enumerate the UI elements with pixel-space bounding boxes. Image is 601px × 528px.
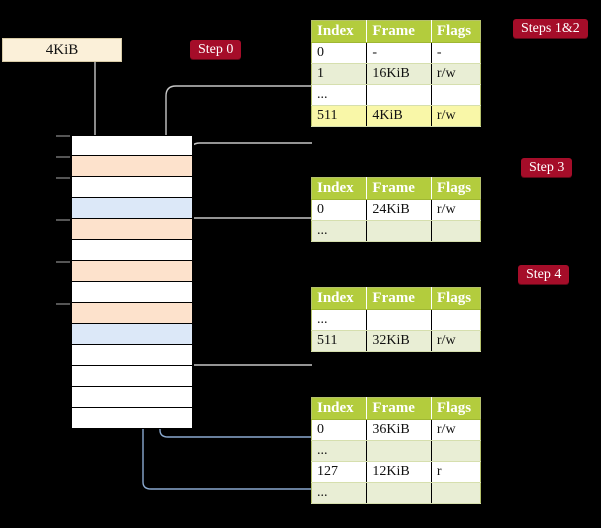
cell-frame: 12KiB <box>366 461 432 483</box>
column-header-flags: Flags <box>431 177 481 200</box>
cell-flags: - <box>431 42 481 64</box>
cell-frame: 4KiB <box>366 105 432 127</box>
cell-flags <box>431 309 481 331</box>
column-header-flags: Flags <box>431 287 481 310</box>
memory-tick <box>56 219 70 221</box>
cell-index: 0 <box>311 199 368 221</box>
cell-index: ... <box>311 440 368 462</box>
memory-frame-row <box>72 387 192 408</box>
cell-frame: 16KiB <box>366 63 432 85</box>
cell-flags: r/w <box>431 330 481 352</box>
memory-frame-row <box>72 219 192 240</box>
cell-index: ... <box>311 220 368 242</box>
memory-frame-row <box>72 282 192 303</box>
cell-index: 127 <box>311 461 368 483</box>
cell-flags: r/w <box>431 105 481 127</box>
cell-frame: 32KiB <box>366 330 432 352</box>
cell-frame <box>366 440 432 462</box>
cell-frame: - <box>366 42 432 64</box>
cell-index: 1 <box>311 63 368 85</box>
cell-flags <box>431 440 481 462</box>
cell-index: 0 <box>311 419 368 441</box>
table-row[interactable]: ... <box>311 482 481 504</box>
table-row[interactable]: 0-- <box>311 42 481 64</box>
cell-flags <box>431 84 481 106</box>
column-header-flags: Flags <box>431 397 481 420</box>
table-row[interactable]: ... <box>311 440 481 462</box>
memory-frame-row <box>72 198 192 219</box>
cell-flags <box>431 220 481 242</box>
memory-frame-row <box>72 156 192 177</box>
cell-frame: 24KiB <box>366 199 432 221</box>
memory-frame-row <box>72 366 192 387</box>
cell-index: 511 <box>311 330 368 352</box>
column-header-index: Index <box>311 177 368 200</box>
cell-index: ... <box>311 482 368 504</box>
cell-frame <box>366 84 432 106</box>
memory-frame-row <box>72 408 192 429</box>
badge-steps-1-2: Steps 1&2 <box>513 19 588 38</box>
memory-tick <box>56 261 70 263</box>
memory-frame-row <box>72 240 192 261</box>
column-header-index: Index <box>311 397 368 420</box>
memory-frame-row <box>72 135 192 156</box>
badge-step-4: Step 4 <box>518 265 570 284</box>
column-header-frame: Frame <box>366 177 432 200</box>
column-header-flags: Flags <box>431 20 481 43</box>
cell-index: ... <box>311 309 368 331</box>
memory-frame-row <box>72 345 192 366</box>
cell-index: ... <box>311 84 368 106</box>
memory-tick <box>56 177 70 179</box>
column-header-frame: Frame <box>366 397 432 420</box>
column-header-frame: Frame <box>366 287 432 310</box>
table-row[interactable]: ... <box>311 84 481 106</box>
cell-frame <box>366 309 432 331</box>
memory-frame-row <box>72 303 192 324</box>
column-header-frame: Frame <box>366 20 432 43</box>
cell-frame <box>366 220 432 242</box>
cell-flags: r/w <box>431 63 481 85</box>
memory-tick <box>56 303 70 305</box>
cell-index: 0 <box>311 42 368 64</box>
table-row[interactable]: ... <box>311 309 481 331</box>
cell-flags <box>431 482 481 504</box>
column-header-index: Index <box>311 20 368 43</box>
cell-frame <box>366 482 432 504</box>
badge-step-3: Step 3 <box>521 158 573 177</box>
memory-frame-row <box>72 177 192 198</box>
cell-flags: r/w <box>431 419 481 441</box>
column-header-index: Index <box>311 287 368 310</box>
cell-flags: r <box>431 461 481 483</box>
memory-tick <box>56 135 70 137</box>
memory-frame-row <box>72 261 192 282</box>
memory-tick <box>56 156 70 158</box>
badge-step-0: Step 0 <box>190 40 242 59</box>
table-row[interactable]: ... <box>311 220 481 242</box>
source-frame-box: 4KiB <box>2 38 122 62</box>
cell-flags: r/w <box>431 199 481 221</box>
cell-index: 511 <box>311 105 368 127</box>
physical-memory-column <box>70 135 194 429</box>
cell-frame: 36KiB <box>366 419 432 441</box>
memory-frame-row <box>72 324 192 345</box>
